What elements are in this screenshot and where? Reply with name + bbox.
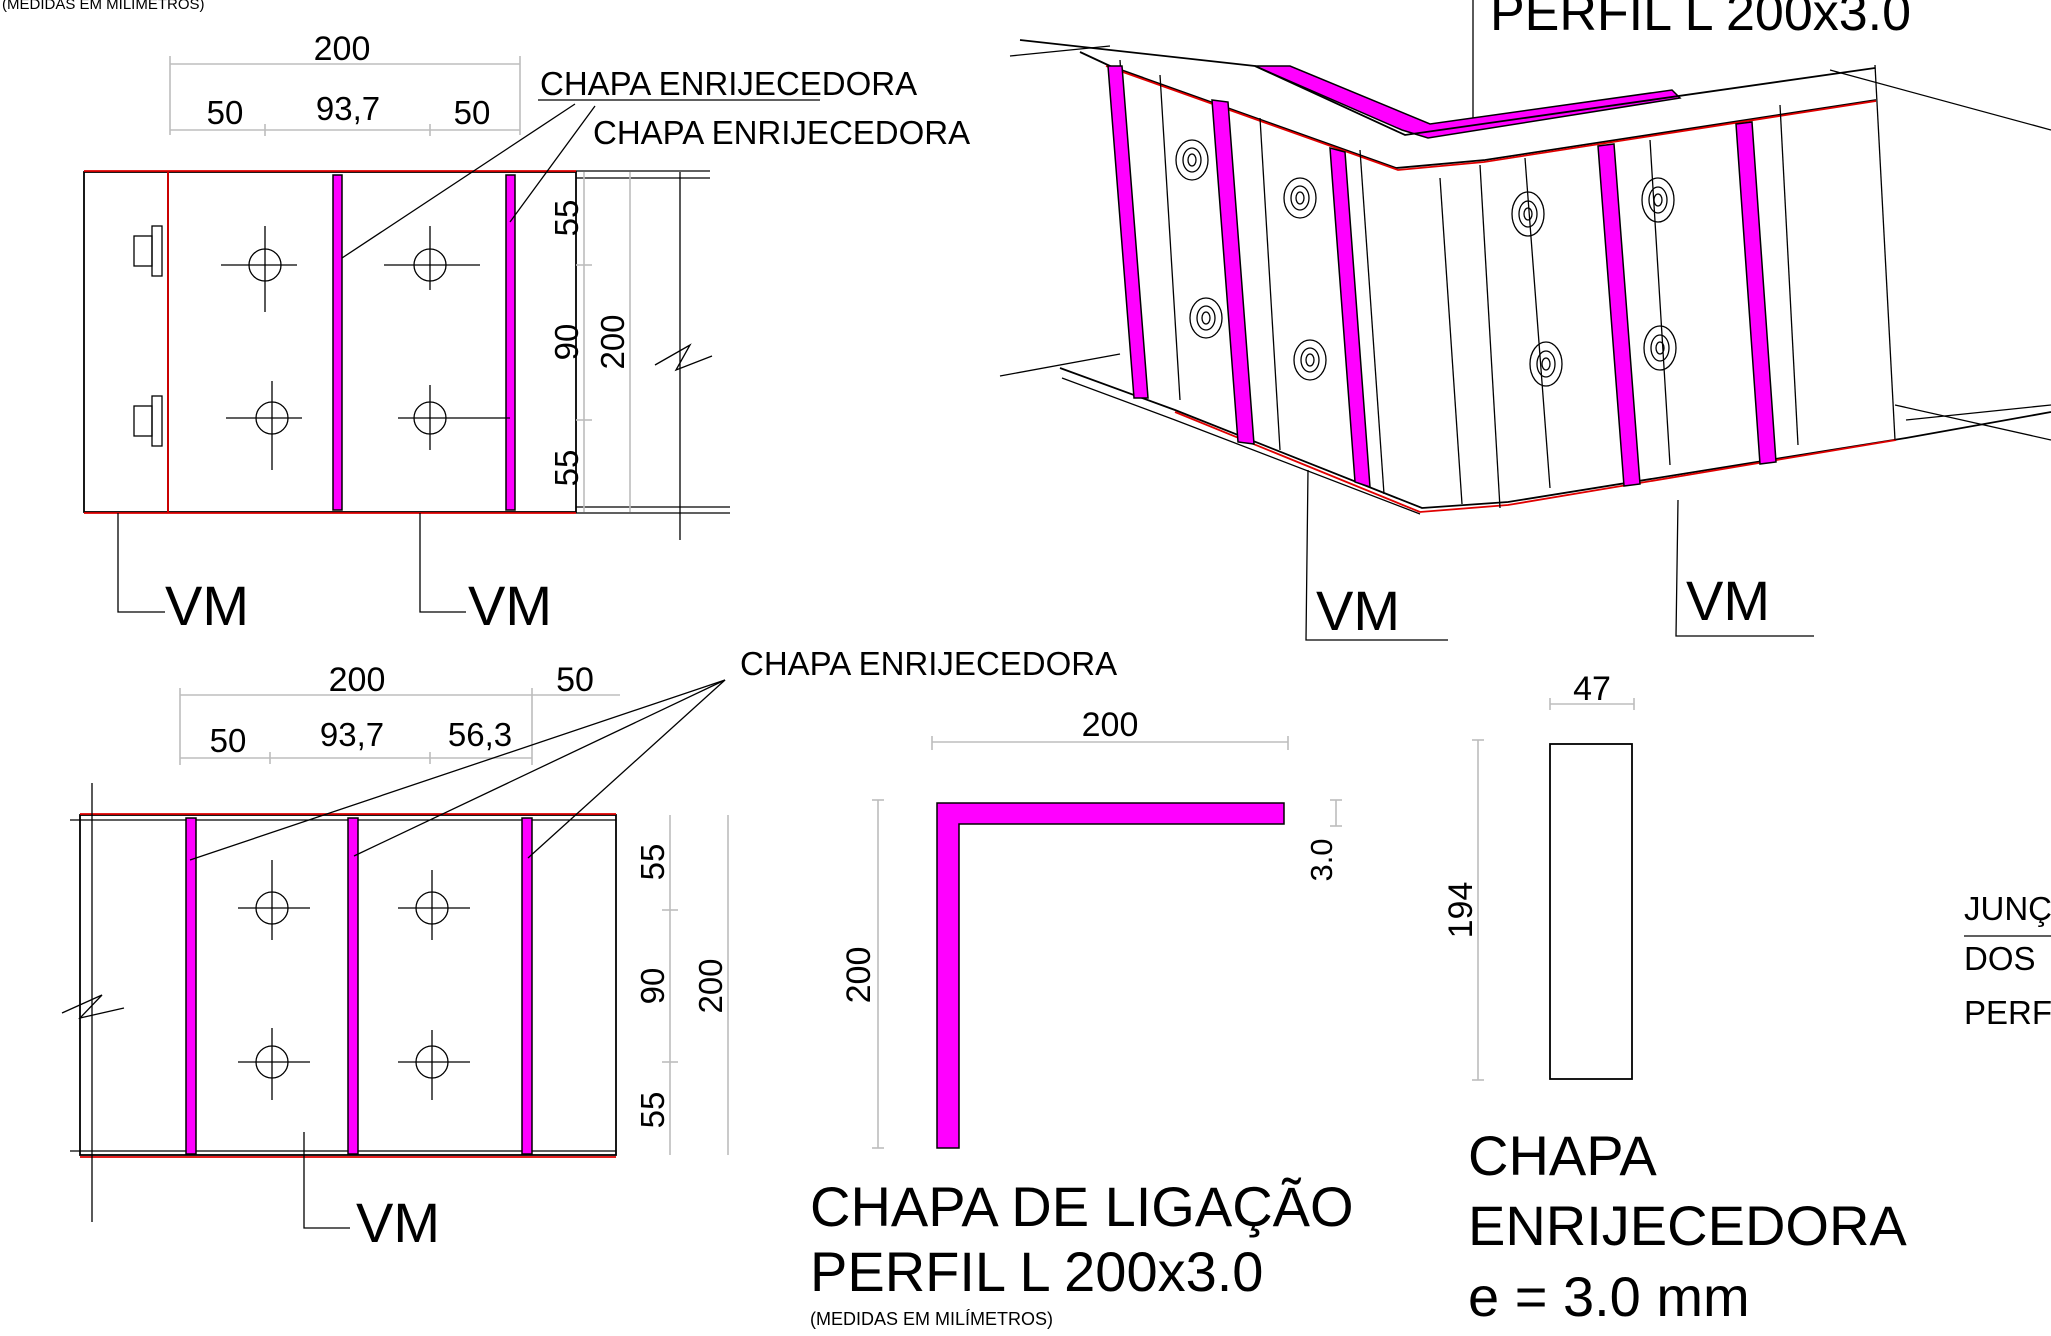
bottom-stiffener-1 — [185, 817, 197, 1155]
iso-vm-right: VM — [1686, 569, 1770, 632]
stiffener-detail: 47 194 CHAPA ENRIJECEDORA e = 3.0 mm — [1442, 670, 1907, 1328]
side-note-line3: PERF — [1964, 994, 2051, 1031]
top-dim-left: 50 — [207, 94, 244, 131]
iso-title: PERFIL L 200x3.0 — [1490, 0, 1911, 42]
stiffener-title-line3: e = 3.0 mm — [1468, 1265, 1750, 1328]
top-dim-v-mid: 90 — [548, 324, 585, 361]
bottom-dim-total: 200 — [329, 661, 386, 699]
bottom-dim-v-top: 55 — [634, 844, 671, 881]
bottom-dim-v-mid: 90 — [634, 968, 671, 1005]
isometric-view: PERFIL L 200x3.0 — [999, 0, 2051, 642]
stiffener-title-line2: ENRIJECEDORA — [1468, 1194, 1907, 1257]
bottom-plan-view: 200 50 50 93,7 56,3 55 90 55 200 — [61, 645, 1117, 1254]
top-dim-total: 200 — [314, 30, 371, 68]
bottom-callout: CHAPA ENRIJECEDORA — [740, 645, 1117, 682]
stiffener-dim-height: 194 — [1442, 882, 1480, 939]
bottom-dim-left: 50 — [210, 722, 247, 759]
top-callout-1: CHAPA ENRIJECEDORA — [540, 65, 917, 102]
angle-title-line1: CHAPA DE LIGAÇÃO — [810, 1175, 1354, 1238]
angle-dim-width: 200 — [1082, 706, 1139, 744]
stiffener-plate-shape — [1549, 743, 1633, 1080]
side-note-line2: DOS — [1964, 940, 2036, 977]
top-dim-mid: 93,7 — [316, 90, 380, 127]
top-dim-v-top: 55 — [548, 200, 585, 237]
angle-dim-thickness: 3.0 — [1304, 838, 1339, 881]
angle-profile-shape — [936, 802, 1285, 1149]
top-callout-2: CHAPA ENRIJECEDORA — [593, 114, 970, 151]
units-note-top: (MEDIDAS EM MILÍMETROS) — [2, 0, 205, 13]
top-vm-right: VM — [468, 574, 552, 637]
bottom-dim-mid: 93,7 — [320, 716, 384, 753]
bottom-vm: VM — [356, 1191, 440, 1254]
bottom-stiffener-2 — [347, 817, 359, 1155]
iso-vm-left: VM — [1316, 579, 1400, 642]
stiffener-dim-width: 47 — [1573, 670, 1611, 708]
top-vm-left: VM — [165, 574, 249, 637]
top-dim-v-bot: 55 — [548, 450, 585, 487]
side-note-line1: JUNÇ — [1964, 890, 2051, 927]
bottom-dim-v-bot: 55 — [634, 1092, 671, 1129]
bottom-dim-ext: 50 — [556, 661, 594, 699]
stiffener-title-line1: CHAPA — [1468, 1124, 1657, 1187]
angle-title-line2: PERFIL L 200x3.0 — [810, 1240, 1263, 1303]
top-dim-v-total: 200 — [594, 314, 631, 369]
bottom-stiffener-3 — [521, 817, 533, 1155]
bottom-dim-right: 56,3 — [448, 716, 512, 753]
top-stiffener-1 — [332, 174, 343, 511]
bottom-dim-v-total: 200 — [692, 958, 729, 1013]
top-plan-view: (MEDIDAS EM MILÍMETROS) 200 50 93,7 50 — [2, 0, 970, 637]
angle-profile-detail: 200 200 3.0 CHAPA DE LIGAÇÃO PERFIL L 20… — [810, 706, 1354, 1329]
angle-dim-height: 200 — [840, 947, 878, 1004]
top-stiffener-2 — [505, 174, 516, 511]
angle-note: (MEDIDAS EM MILÍMETROS) — [810, 1309, 1053, 1329]
top-dim-right: 50 — [454, 94, 491, 131]
side-note: JUNÇ DOS PERF — [1964, 890, 2051, 1031]
